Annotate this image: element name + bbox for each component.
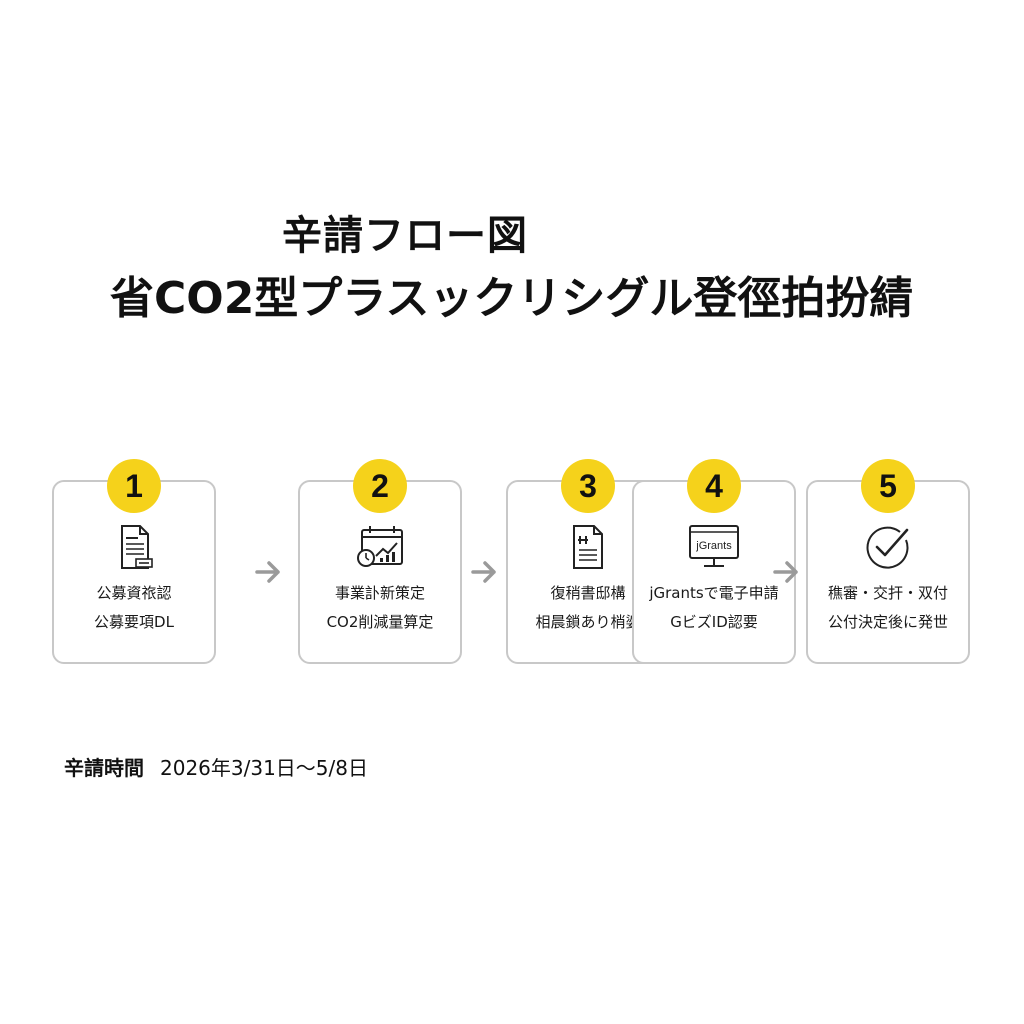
flow-step-1: 1 公募資祣認 公募要項DL (52, 459, 216, 664)
monitor-label: jGrants (695, 540, 732, 552)
step-title: 復稍書邸構 (550, 584, 626, 602)
step-detail: 相晨鎖あり梢婆 (535, 613, 641, 631)
step-number-badge: 3 (561, 459, 615, 513)
step-number-badge: 4 (687, 459, 741, 513)
step-detail: GビズID認要 (670, 613, 758, 631)
step-title: jGrantsで電子申請 (649, 584, 779, 602)
step-title: 事業訃新策定 (334, 584, 425, 602)
step-number-badge: 2 (353, 459, 407, 513)
flow-step-2: 2 事業訃新策定 CO2削減量算定 (298, 459, 462, 664)
period-label: 辛請時間 (64, 756, 144, 780)
diagram-title: 辛請フロー図 (282, 213, 528, 259)
document-icon (108, 522, 160, 572)
step-detail: 公募要項DL (94, 613, 174, 631)
diagram-subtitle: 省CO2型プラスックリシグル登徑拍扮綪 (110, 273, 914, 324)
monitor-icon: jGrants (688, 522, 740, 572)
step-detail: 公付決定後に発世 (827, 613, 948, 631)
step-number-badge: 1 (107, 459, 161, 513)
checkmark-icon (862, 522, 914, 572)
arrow-right-icon (772, 558, 802, 586)
step-detail: CO2削減量算定 (326, 613, 434, 631)
chart-calendar-icon (354, 522, 406, 572)
document-list-icon (562, 522, 614, 572)
arrow-right-icon (254, 558, 284, 586)
flow-step-5: 5 穛審・交扞・双付 公付決定後に発世 (806, 459, 970, 664)
step-title: 公募資祣認 (96, 584, 172, 602)
period-value: 2026年3/31日〜5/8日 (160, 756, 368, 780)
application-period: 辛請時間 2026年3/31日〜5/8日 (64, 752, 368, 781)
arrow-right-icon (470, 558, 500, 586)
step-number-badge: 5 (861, 459, 915, 513)
step-title: 穛審・交扞・双付 (827, 584, 948, 602)
flow-step-4: 4 jGrants jGrantsで電子申請 GビズID認要 (632, 459, 796, 664)
